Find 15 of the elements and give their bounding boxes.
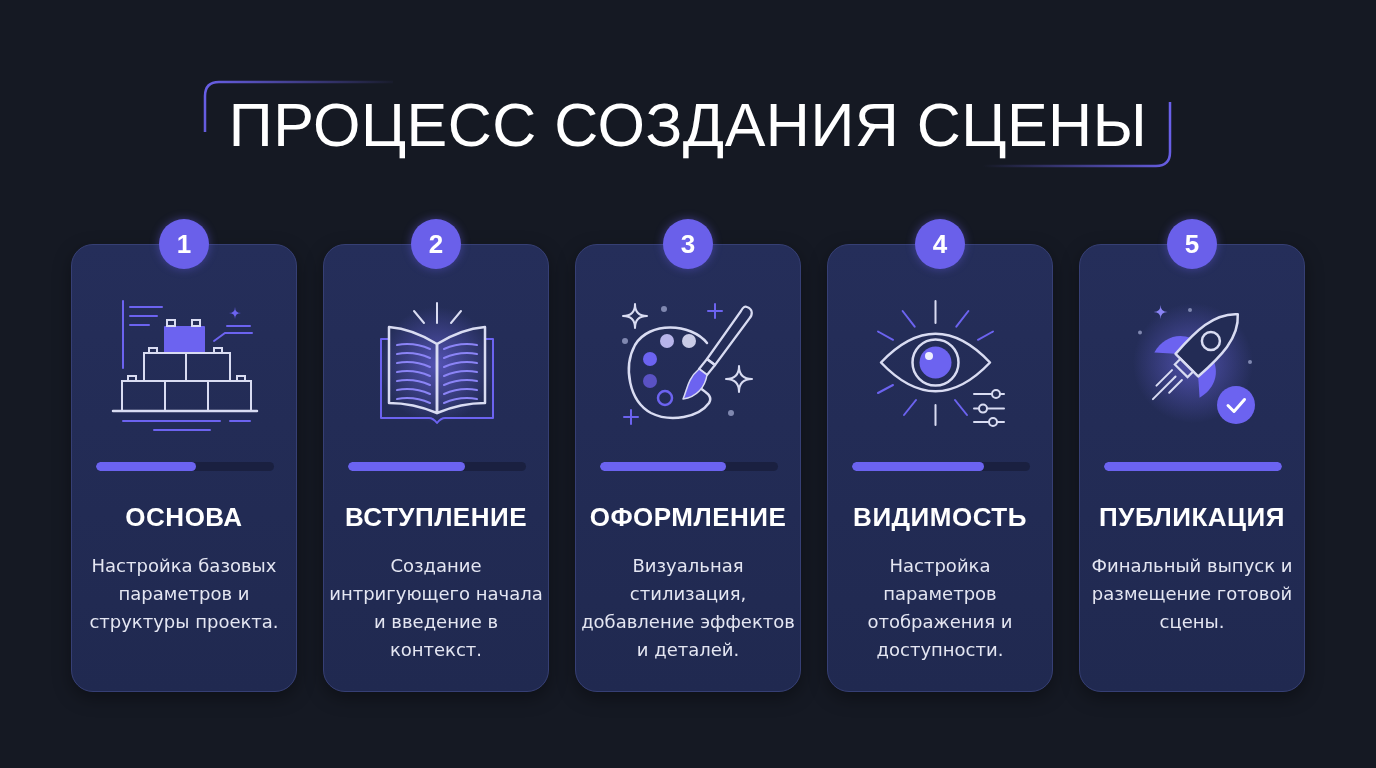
step-number: 2 — [411, 219, 461, 269]
step-number: 1 — [159, 219, 209, 269]
step-description: Создание интригующего начала и введение в контекст. — [328, 554, 544, 662]
step-description: Настройка базовых параметров и структуры проекта. — [88, 554, 280, 634]
step-title: ОСНОВА — [125, 502, 243, 532]
step-description: Финальный выпуск и размещение готовой сцены. — [1090, 554, 1294, 634]
step-title: ВСТУПЛЕНИЕ — [344, 502, 528, 532]
step-description: Визуальная стилизация, добавление эффектов и деталей. — [580, 554, 796, 662]
step-title: ПУБЛИКАЦИЯ — [1099, 502, 1285, 532]
step-number: 3 — [663, 219, 713, 269]
step-number: 4 — [915, 219, 965, 269]
step-title: ВИДИМОСТЬ — [853, 502, 1027, 532]
step-number: 5 — [1167, 219, 1217, 269]
step-title: ОФОРМЛЕНИЕ — [589, 502, 787, 532]
step-description: Настройка параметров отображения и доступности. — [866, 554, 1014, 662]
